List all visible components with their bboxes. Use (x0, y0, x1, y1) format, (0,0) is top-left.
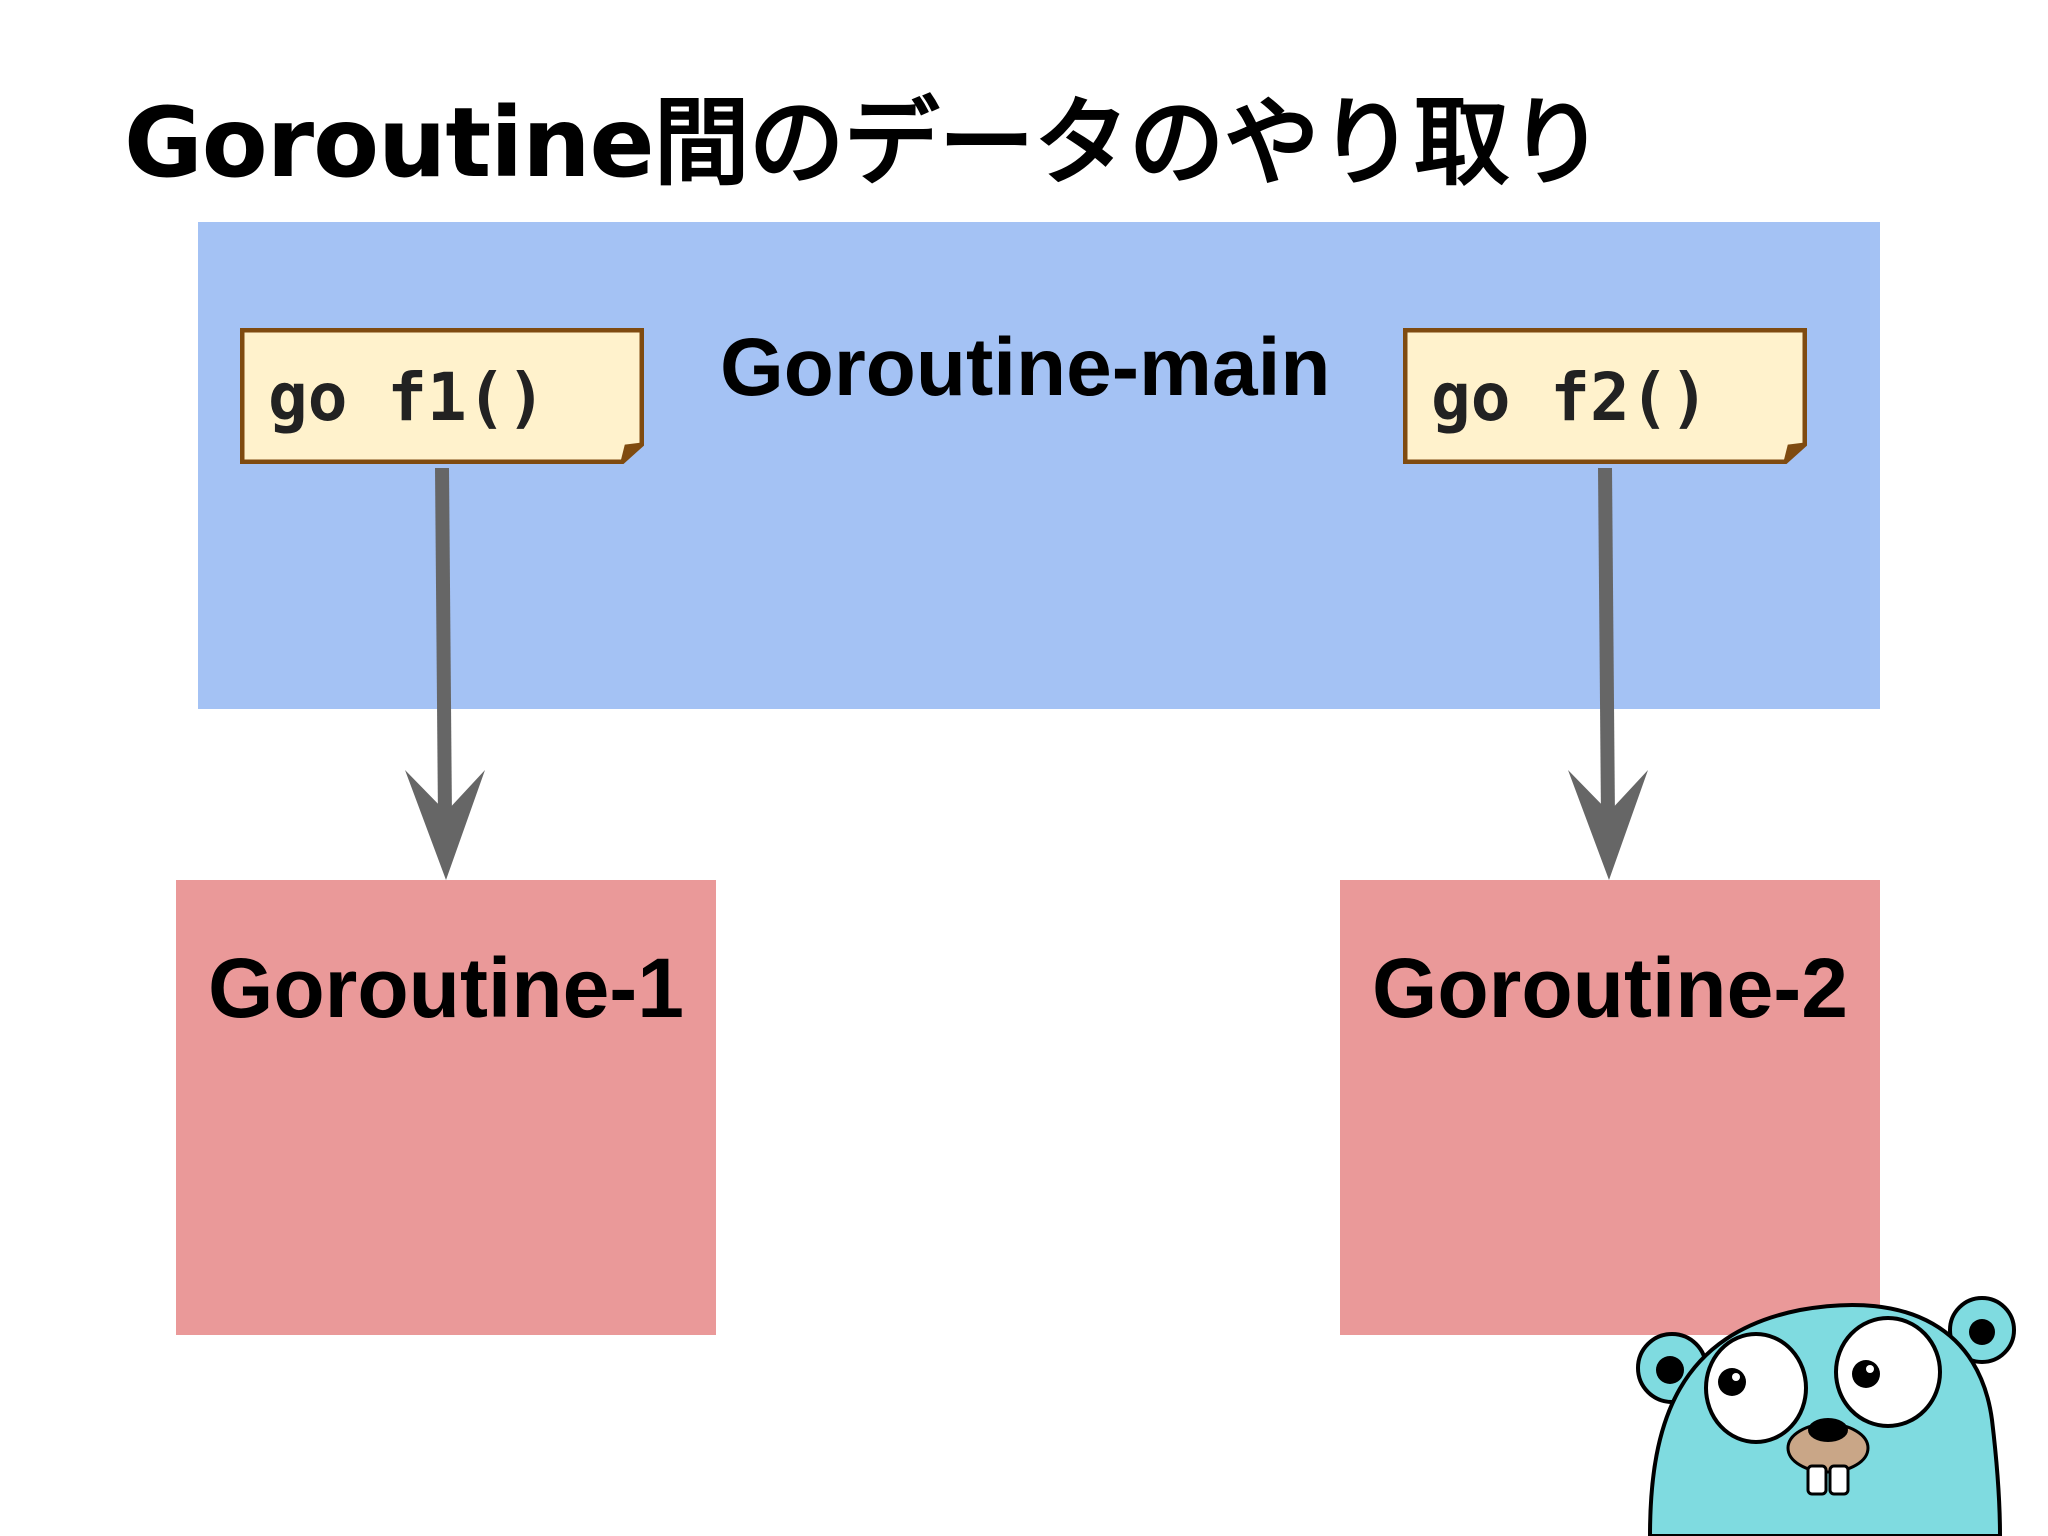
goroutine-2-label: Goroutine-2 (1372, 941, 1848, 1035)
goroutine-1-box: Goroutine-1 (176, 880, 716, 1335)
goroutine-1-label: Goroutine-1 (208, 941, 684, 1035)
note-shape (240, 328, 644, 464)
arrow-main-to-goroutine-1 (405, 467, 485, 880)
call-note-f2-code: go f2() (1431, 359, 1710, 436)
call-note-f1-code: go f1() (268, 359, 547, 436)
goroutine-2-box: Goroutine-2 (1340, 880, 1880, 1335)
call-note-f1: go f1() (240, 328, 644, 464)
slide-title: Goroutine間のデータのやり取り (124, 87, 1605, 199)
arrow-main-to-goroutine-2 (1568, 467, 1648, 880)
goroutine-main-label: Goroutine-main (720, 322, 1331, 413)
call-note-f2: go f2() (1403, 328, 1807, 464)
note-shape (1403, 328, 1807, 464)
gopher-mascot-icon (1636, 1296, 2016, 1536)
